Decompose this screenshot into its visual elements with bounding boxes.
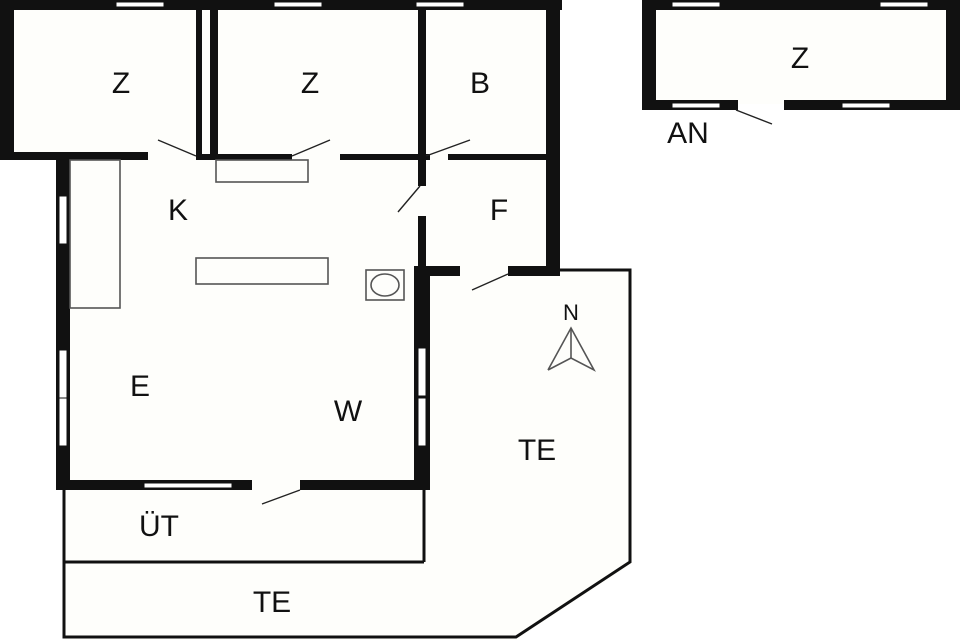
door-bedroom-1	[157, 139, 197, 157]
window-kitchen	[58, 195, 68, 245]
door-bedroom-2	[291, 139, 331, 157]
room-label-bedroom-2: Z	[301, 67, 319, 100]
room-label-bathroom: B	[470, 67, 490, 100]
doors	[157, 139, 509, 505]
room-label-annex: Z	[791, 42, 809, 75]
window-dining-1	[58, 349, 68, 399]
room-label-hallway: F	[490, 194, 508, 227]
door-hallway	[397, 185, 421, 213]
room-label-terrace-south: TE	[253, 586, 291, 619]
annex-window-3	[671, 102, 721, 109]
stove	[365, 269, 405, 301]
room-label-kitchen: K	[168, 194, 188, 227]
annex-walls	[642, 0, 960, 125]
compass-label: N	[563, 300, 579, 325]
room-label-terrace-east: TE	[518, 434, 556, 467]
annex-window-1	[671, 1, 721, 8]
window-living-south	[143, 482, 233, 489]
windows	[58, 1, 465, 489]
window-living-1	[417, 347, 427, 397]
window-dining-2	[58, 397, 68, 447]
window-living-2	[417, 397, 427, 447]
compass: N	[547, 300, 596, 372]
room-label-bedroom-1: Z	[112, 67, 130, 100]
floor-fills	[8, 8, 948, 640]
room-label-living: W	[334, 395, 363, 428]
door-living-terrace	[261, 489, 301, 505]
annex-door	[735, 109, 773, 125]
window-bedroom-2	[273, 1, 323, 8]
terrace-outlines	[62, 268, 632, 639]
room-label-covered-terrace: ÜT	[139, 510, 179, 543]
room-labels: Z Z B K F E W ÜT TE TE Z AN	[112, 42, 809, 619]
window-bath	[415, 1, 465, 8]
kitchen-counter	[69, 159, 121, 309]
annex-window-2	[879, 1, 929, 8]
annex-window-4	[841, 102, 891, 109]
door-terrace	[471, 273, 509, 291]
stove-circle	[370, 273, 400, 297]
room-label-dining: E	[130, 370, 150, 403]
wardrobe	[215, 159, 309, 183]
north-arrow-icon	[547, 326, 596, 372]
dining-table	[195, 257, 329, 285]
window-bedroom-1	[115, 1, 165, 8]
building-label-annex: AN	[667, 117, 709, 150]
door-bath	[425, 139, 471, 157]
fixtures	[69, 159, 405, 309]
